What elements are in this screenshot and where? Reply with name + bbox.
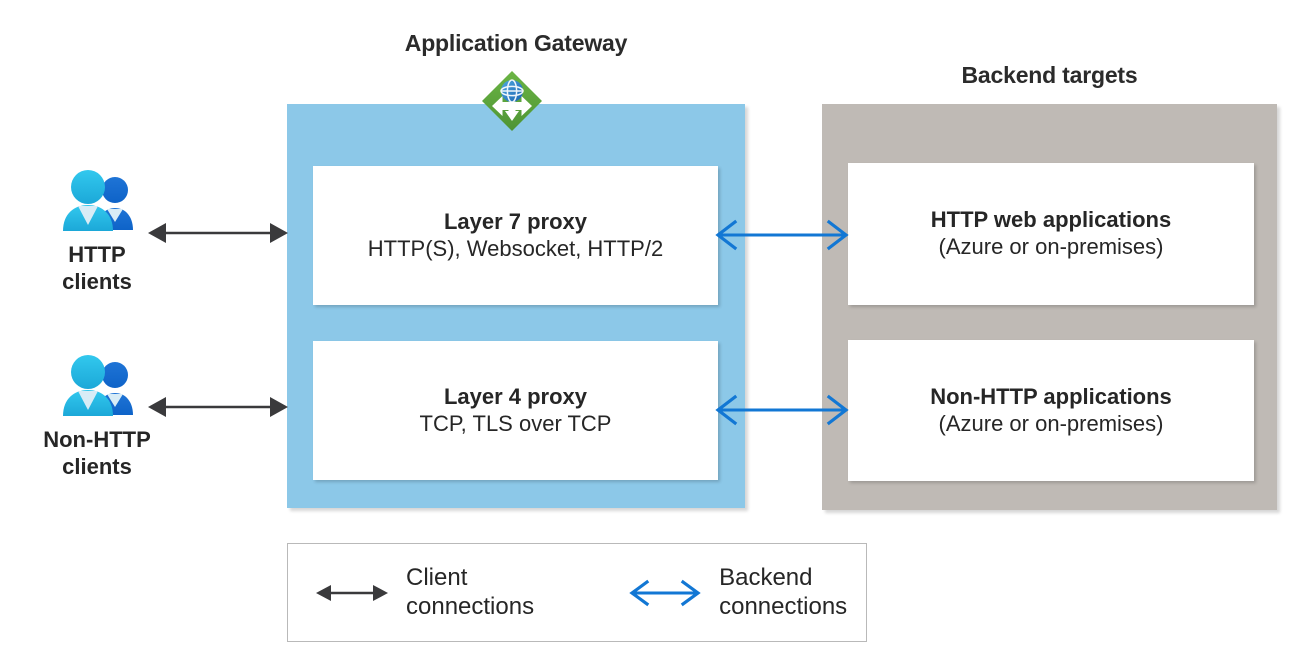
legend-backend-connections-line2: connections xyxy=(719,592,848,620)
arrow-backend-connection-http xyxy=(715,219,849,251)
card-layer7-proxy: Layer 7 proxy HTTP(S), Websocket, HTTP/2 xyxy=(313,166,718,305)
legend-backend-connections-line1: Backend xyxy=(719,563,813,591)
legend-item-client-connections: Client connections xyxy=(316,544,534,641)
card-non-http-applications-title: Non-HTTP applications xyxy=(930,383,1172,409)
client-group-non-http-label-line2: clients xyxy=(62,453,132,479)
card-layer7-proxy-title: Layer 7 proxy xyxy=(443,208,588,234)
application-gateway-title: Application Gateway xyxy=(404,30,628,56)
arrow-backend-connection-non-http xyxy=(715,394,849,426)
users-icon xyxy=(63,355,133,416)
legend-backend-arrow-icon xyxy=(629,579,701,606)
arrow-client-connection-non-http xyxy=(148,397,288,417)
card-http-web-applications-subtitle: (Azure or on-premises) xyxy=(938,234,1164,259)
arrow-client-connection-http xyxy=(148,223,288,243)
legend-item-backend-connections: Backend connections xyxy=(629,544,847,641)
card-layer7-proxy-subtitle: HTTP(S), Websocket, HTTP/2 xyxy=(367,235,664,261)
legend-client-connections-line1: Client xyxy=(406,563,468,591)
client-group-non-http: Non-HTTP clients xyxy=(12,353,182,481)
legend-client-arrow-icon xyxy=(316,584,388,601)
client-group-http-label-line2: clients xyxy=(62,268,132,294)
client-group-non-http-label-line1: Non-HTTP xyxy=(43,427,151,452)
card-non-http-applications-subtitle: (Azure or on-premises) xyxy=(938,410,1164,436)
card-layer4-proxy-title: Layer 4 proxy xyxy=(443,383,588,409)
card-layer4-proxy-subtitle: TCP, TLS over TCP xyxy=(419,410,612,436)
card-http-web-applications-title: HTTP web applications xyxy=(930,207,1172,233)
application-gateway-icon xyxy=(482,71,542,131)
card-layer4-proxy: Layer 4 proxy TCP, TLS over TCP xyxy=(313,341,718,480)
client-group-http: HTTP clients xyxy=(12,168,182,296)
client-group-http-label-line1: HTTP xyxy=(68,242,126,267)
users-icon xyxy=(63,170,133,231)
backend-targets-title: Backend targets xyxy=(961,62,1138,88)
legend-client-connections-line2: connections xyxy=(406,592,535,620)
legend: Client connections Backend connections xyxy=(287,543,867,642)
card-http-web-applications: HTTP web applications (Azure or on-premi… xyxy=(848,163,1254,305)
card-non-http-applications: Non-HTTP applications (Azure or on-premi… xyxy=(848,340,1254,481)
